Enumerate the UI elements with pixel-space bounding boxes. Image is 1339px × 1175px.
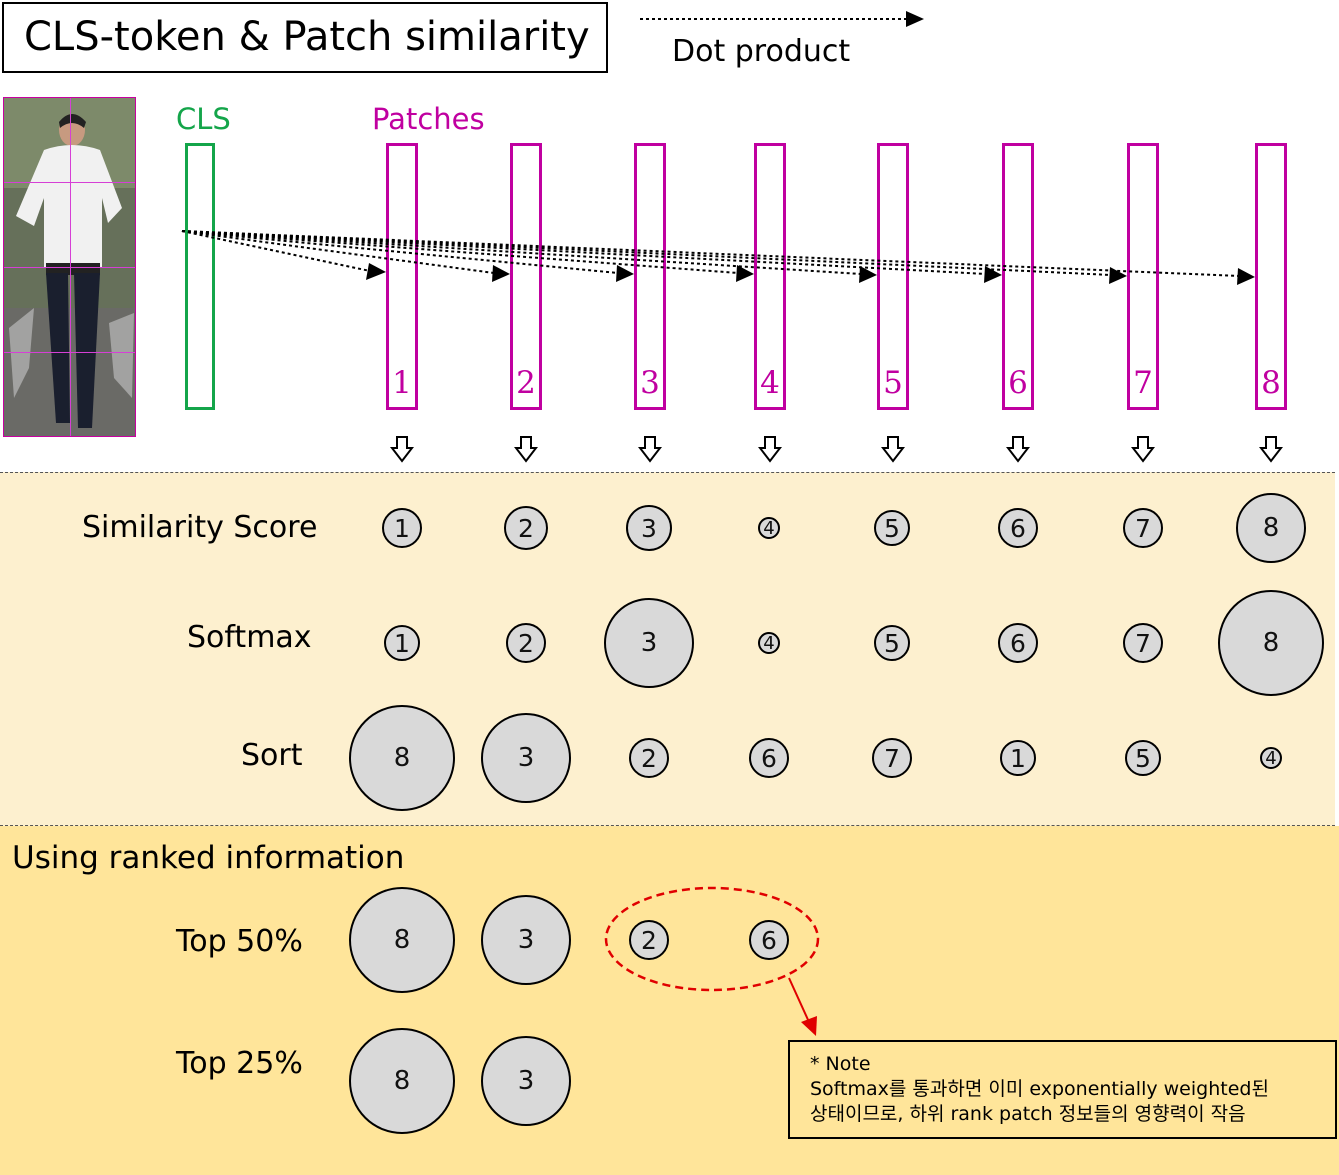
patch-token-2 [510, 143, 542, 410]
similarity-row-bubble-5: 5 [874, 510, 910, 546]
down-arrow-icon [1131, 436, 1155, 463]
patch-token-5 [877, 143, 909, 410]
softmax-row-bubble-7: 7 [1123, 623, 1163, 663]
softmax-row-bubble-2: 2 [506, 623, 546, 663]
patch-token-1 [386, 143, 418, 410]
similarity-row-bubble-7: 7 [1123, 508, 1163, 548]
dot-product-arrow-2 [181, 230, 495, 274]
patch-number-8: 8 [1261, 365, 1281, 401]
patch-number-2: 2 [516, 365, 536, 401]
title-box: CLS-token & Patch similarity [2, 2, 608, 73]
ranked-band [0, 826, 1339, 1175]
patch-token-7 [1127, 143, 1159, 410]
similarity-row-bubble-1: 1 [382, 508, 422, 548]
dot-product-arrow-3 [181, 230, 619, 274]
patch-token-3 [634, 143, 666, 410]
dot-product-arrow-1 [181, 230, 371, 272]
note-line-1: * Note [810, 1053, 871, 1075]
top50-bubble-3: 3 [481, 895, 571, 985]
patch-token-8 [1255, 143, 1287, 410]
dot-product-legend-arrow [640, 11, 924, 27]
patch-number-6: 6 [1008, 365, 1028, 401]
similarity-row-bubble-2: 2 [504, 506, 548, 550]
sort-row-bubble-4: 4 [1260, 747, 1282, 769]
down-arrow-icon [881, 436, 905, 463]
top-50-label: Top 50% [176, 924, 303, 959]
sort-row-bubble-5: 5 [1125, 740, 1161, 776]
sort-row-bubble-8: 8 [349, 705, 455, 811]
softmax-row-bubble-5: 5 [874, 625, 910, 661]
down-arrow-icon [1006, 436, 1030, 463]
dot-product-arrow-5 [181, 230, 862, 275]
down-arrow-icon [514, 436, 538, 463]
arrowhead-3 [616, 265, 634, 282]
arrowhead-7 [1109, 267, 1127, 284]
top50-bubble-8: 8 [349, 887, 455, 993]
diagram-title: CLS-token & Patch similarity [24, 14, 590, 60]
arrowhead-2 [492, 265, 510, 282]
dot-product-arrow-7 [181, 230, 1112, 276]
grid-line [4, 267, 135, 268]
similarity-row-bubble-4: 4 [758, 517, 780, 539]
arrowhead-5 [859, 266, 877, 283]
sort-label: Sort [241, 738, 303, 773]
patch-number-4: 4 [760, 365, 780, 401]
person-image [3, 97, 136, 437]
down-arrow-icon [758, 436, 782, 463]
patches-label: Patches [372, 102, 485, 136]
cls-token [185, 143, 215, 410]
top50-bubble-2: 2 [629, 920, 669, 960]
down-arrow-icon [390, 436, 414, 463]
sort-row-bubble-6: 6 [749, 738, 789, 778]
similarity-score-label: Similarity Score [82, 510, 318, 545]
similarity-row-bubble-8: 8 [1236, 493, 1306, 563]
softmax-label: Softmax [187, 620, 312, 655]
grid-line [4, 182, 135, 183]
dot-product-arrow-4 [181, 230, 739, 274]
legend-label: Dot product [672, 34, 851, 69]
patch-number-5: 5 [883, 365, 903, 401]
top25-bubble-3: 3 [481, 1036, 571, 1126]
patch-token-4 [754, 143, 786, 410]
sort-row-bubble-1: 1 [1000, 740, 1036, 776]
section-divider [0, 825, 1335, 826]
sort-row-bubble-2: 2 [629, 738, 669, 778]
softmax-row-bubble-6: 6 [998, 623, 1038, 663]
grid-line [4, 352, 135, 353]
cls-label: CLS [176, 102, 231, 136]
arrowhead-6 [984, 266, 1002, 283]
arrowhead-4 [736, 265, 754, 282]
patch-number-3: 3 [640, 365, 660, 401]
similarity-row-bubble-3: 3 [626, 505, 672, 551]
patch-token-6 [1002, 143, 1034, 410]
softmax-row-bubble-8: 8 [1218, 590, 1324, 696]
sort-row-bubble-7: 7 [872, 738, 912, 778]
person-figure [4, 98, 135, 436]
down-arrow-icon [1259, 436, 1283, 463]
note-line-3: 상태이므로, 하위 rank patch 정보들의 영향력이 작음 [810, 1103, 1246, 1125]
arrowhead-8 [1237, 268, 1255, 285]
softmax-row-bubble-1: 1 [384, 625, 420, 661]
softmax-row-bubble-4: 4 [758, 632, 780, 654]
note-line-2: Softmax를 통과하면 이미 exponentially weighted된 [810, 1078, 1269, 1100]
top-25-label: Top 25% [176, 1046, 303, 1081]
section-title: Using ranked information [12, 840, 405, 876]
top50-bubble-6: 6 [749, 920, 789, 960]
dot-product-arrows [181, 230, 1255, 285]
patch-number-1: 1 [392, 365, 412, 401]
patch-number-7: 7 [1133, 365, 1153, 401]
sort-row-bubble-3: 3 [481, 713, 571, 803]
down-arrow-icon [638, 436, 662, 463]
top25-bubble-8: 8 [349, 1028, 455, 1134]
note-box: * Note Softmax를 통과하면 이미 exponentially we… [788, 1040, 1337, 1139]
dot-product-arrow-8 [181, 230, 1240, 277]
softmax-row-bubble-3: 3 [604, 598, 694, 688]
similarity-row-bubble-6: 6 [998, 508, 1038, 548]
arrowhead-1 [366, 263, 386, 280]
